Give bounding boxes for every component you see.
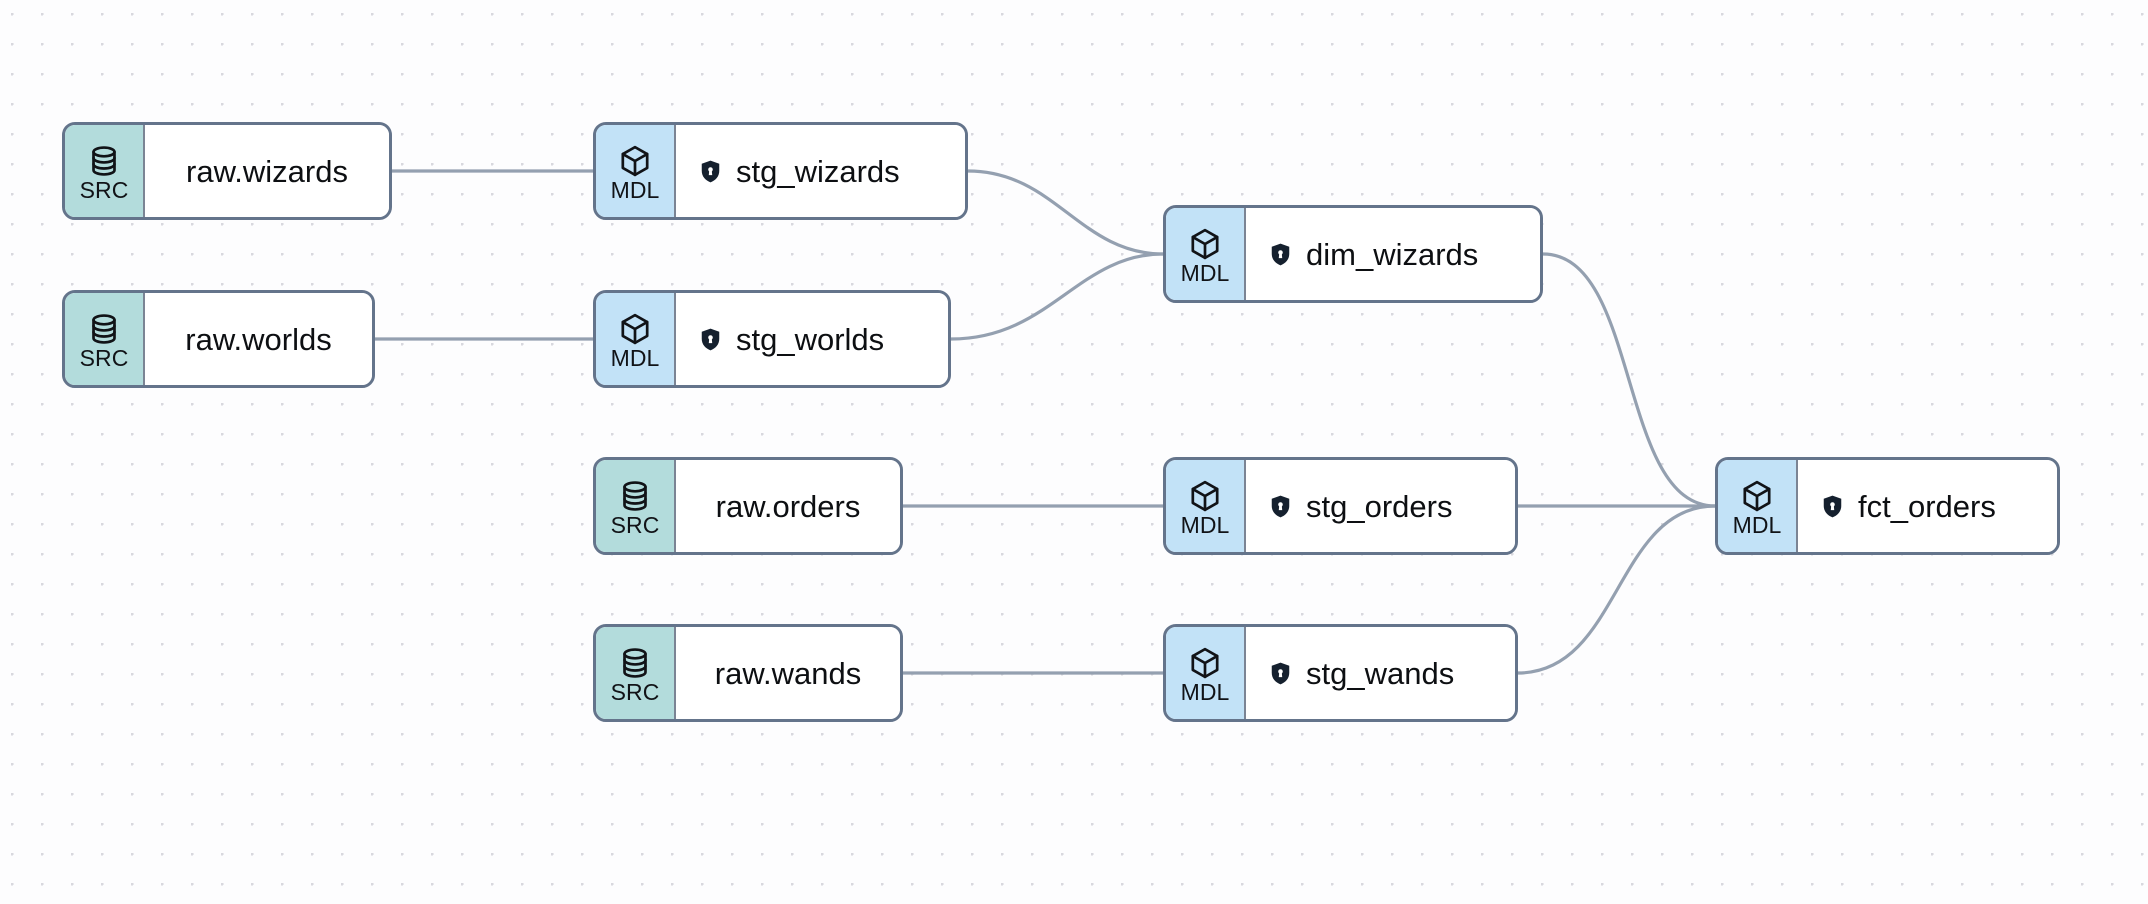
shield-lock-icon xyxy=(1268,242,1293,267)
node-badge-src: SRC xyxy=(596,627,676,719)
shield-lock-icon xyxy=(698,159,723,184)
node-label: stg_wands xyxy=(1306,655,1455,691)
node-stg-worlds[interactable]: MDL stg_worlds xyxy=(593,290,951,388)
node-body: raw.orders xyxy=(676,460,900,552)
node-raw-worlds[interactable]: SRC raw.worlds xyxy=(62,290,375,388)
node-badge-label: SRC xyxy=(610,678,660,705)
node-badge-src: SRC xyxy=(65,125,145,217)
node-stg-wands[interactable]: MDL stg_wands xyxy=(1163,624,1518,722)
node-label: stg_wizards xyxy=(736,153,900,189)
node-badge-label: MDL xyxy=(1732,511,1782,538)
node-raw-wizards[interactable]: SRC raw.wizards xyxy=(62,122,392,220)
node-badge-mdl: MDL xyxy=(596,293,676,385)
node-label: stg_worlds xyxy=(736,321,885,357)
node-badge-mdl: MDL xyxy=(1718,460,1798,552)
cube-icon xyxy=(1188,227,1222,261)
node-badge-mdl: MDL xyxy=(1166,460,1246,552)
node-badge-src: SRC xyxy=(596,460,676,552)
node-label: fct_orders xyxy=(1858,488,1996,524)
node-body: raw.worlds xyxy=(145,293,372,385)
shield-lock-icon xyxy=(1268,661,1293,686)
node-body: fct_orders xyxy=(1798,460,2057,552)
shield-lock-icon xyxy=(1268,494,1293,519)
node-label: raw.orders xyxy=(715,488,861,524)
node-body: stg_wands xyxy=(1246,627,1515,719)
cube-icon xyxy=(1188,479,1222,513)
node-label: raw.worlds xyxy=(185,321,332,357)
cube-icon xyxy=(618,312,652,346)
cube-icon xyxy=(1188,646,1222,680)
node-body: stg_worlds xyxy=(676,293,948,385)
cube-icon xyxy=(618,144,652,178)
database-icon xyxy=(87,312,121,346)
node-label: raw.wands xyxy=(714,655,862,691)
node-badge-label: MDL xyxy=(610,344,660,371)
node-label: stg_orders xyxy=(1306,488,1453,524)
node-badge-label: MDL xyxy=(1180,259,1230,286)
node-body: dim_wizards xyxy=(1246,208,1540,300)
cube-icon xyxy=(1740,479,1774,513)
node-badge-mdl: MDL xyxy=(596,125,676,217)
shield-lock-icon xyxy=(1820,494,1845,519)
node-label: raw.wizards xyxy=(186,153,348,189)
node-badge-label: SRC xyxy=(79,176,129,203)
node-badge-mdl: MDL xyxy=(1166,627,1246,719)
node-badge-mdl: MDL xyxy=(1166,208,1246,300)
node-label: dim_wizards xyxy=(1306,236,1479,272)
node-raw-wands[interactable]: SRC raw.wands xyxy=(593,624,903,722)
node-badge-src: SRC xyxy=(65,293,145,385)
node-dim-wizards[interactable]: MDL dim_wizards xyxy=(1163,205,1543,303)
node-raw-orders[interactable]: SRC raw.orders xyxy=(593,457,903,555)
node-stg-wizards[interactable]: MDL stg_wizards xyxy=(593,122,968,220)
shield-lock-icon xyxy=(698,327,723,352)
node-badge-label: MDL xyxy=(1180,678,1230,705)
database-icon xyxy=(87,144,121,178)
node-badge-label: MDL xyxy=(1180,511,1230,538)
node-badge-label: SRC xyxy=(79,344,129,371)
node-badge-label: MDL xyxy=(610,176,660,203)
database-icon xyxy=(618,479,652,513)
database-icon xyxy=(618,646,652,680)
node-badge-label: SRC xyxy=(610,511,660,538)
node-body: stg_orders xyxy=(1246,460,1515,552)
node-body: stg_wizards xyxy=(676,125,965,217)
node-body: raw.wands xyxy=(676,627,900,719)
node-body: raw.wizards xyxy=(145,125,389,217)
node-fct-orders[interactable]: MDL fct_orders xyxy=(1715,457,2060,555)
node-stg-orders[interactable]: MDL stg_orders xyxy=(1163,457,1518,555)
